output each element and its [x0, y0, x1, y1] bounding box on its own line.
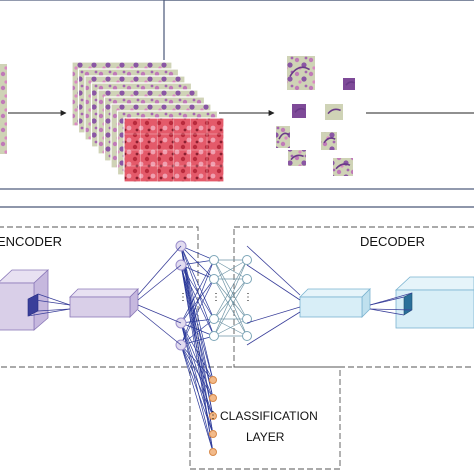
hidden-node: [209, 314, 219, 324]
decoder-label: DECODER: [360, 234, 425, 249]
edge-encoder-hidden: [180, 278, 215, 346]
decoder-feature-block: [299, 288, 371, 318]
cell-patch-thumbnail-icon: [288, 150, 306, 166]
edge-encoder-classifier: [180, 344, 214, 417]
edge-hidden-decoder: [213, 259, 248, 280]
cell-shape: [278, 132, 290, 140]
edge-encoder-classifier: [180, 322, 214, 399]
decoder-node: [242, 314, 252, 324]
network-nodes: [175, 240, 252, 456]
cell-patch-thumbnail-icon: [287, 56, 315, 90]
hidden-node: [209, 274, 219, 284]
edge-hidden-decoder: [213, 259, 248, 320]
classification-node: [209, 394, 217, 402]
cell-shape: [327, 108, 341, 115]
edge-encoder-classifier: [180, 264, 214, 417]
hidden-node: [209, 331, 219, 341]
edge-encoder-classifier: [180, 344, 214, 453]
edge-hidden-decoder: [213, 259, 248, 337]
edge-encoder-classifier: [180, 322, 214, 417]
classification-label-line2: LAYER: [246, 430, 285, 444]
edge-encoder-hidden: [180, 245, 215, 320]
cell-shape: [290, 154, 304, 161]
cell-patch-thumbnail-icon: [321, 132, 337, 150]
classification-node: [209, 448, 217, 456]
edge-encoder-hidden: [180, 322, 215, 337]
edge-hidden-decoder: [213, 318, 248, 337]
edge-encoder-hidden: [180, 335, 215, 346]
top-panel-frame: [0, 0, 474, 190]
edge-encoder-classifier: [180, 264, 214, 435]
edge-encoder-classifier: [180, 264, 214, 399]
edge-encoder-hidden: [180, 278, 215, 324]
hidden-node: [209, 255, 219, 265]
top-panel-bracket: [163, 0, 474, 60]
encoder-layer-ellipsis: ⋮: [178, 292, 188, 303]
decoder-layer-ellipsis: ⋮: [243, 292, 253, 303]
edge-encoder-hidden: [180, 259, 215, 346]
decoder-funnel-lines: [369, 292, 413, 316]
encoder-dashed-box: [0, 226, 199, 368]
edge-encoder-classifier: [180, 264, 214, 381]
edge-encoder-hidden: [180, 259, 215, 266]
edge-encoder-classifier: [180, 344, 214, 399]
cell-patch-thumbnail-icon: [343, 78, 355, 90]
edge-hidden-decoder: [213, 278, 248, 320]
hidden-layer-ellipsis: ⋮: [211, 292, 221, 303]
classification-label-line1: CLASSIFICATION: [220, 409, 318, 423]
cell-shape: [345, 81, 355, 86]
bottleneck-connectors: [137, 245, 182, 346]
edge-encoder-hidden: [180, 245, 215, 261]
cell-patch-thumbnail-icon: [292, 104, 306, 118]
cell-shape: [323, 137, 336, 144]
cell-patch-thumbnail-icon: [276, 126, 290, 148]
network-edges: [180, 245, 248, 453]
classification-ellipsis: ⋮: [208, 410, 218, 421]
classification-node: [209, 376, 217, 384]
decoder-node: [242, 331, 252, 341]
classification-node: [209, 430, 217, 438]
encoder-label: ENCODER: [0, 234, 62, 249]
edge-encoder-classifier: [180, 245, 214, 381]
edge-encoder-classifier: [180, 264, 214, 453]
decoder-dashed-box: [233, 226, 474, 368]
encoder-feature-block: [69, 288, 139, 318]
edge-encoder-hidden: [180, 259, 215, 324]
cell-shape: [289, 66, 311, 77]
output-connectors: [246, 245, 301, 346]
edge-encoder-hidden: [180, 264, 215, 280]
cell-shape: [335, 163, 351, 170]
edge-encoder-classifier: [180, 322, 214, 435]
source-slide-edge: [0, 64, 7, 154]
decoder-output-block: [394, 276, 474, 329]
decoder-node: [242, 274, 252, 284]
encoder-funnel-lines: [27, 293, 71, 317]
edge-hidden-decoder: [213, 278, 248, 337]
edge-encoder-classifier: [180, 344, 214, 435]
cell-patch-thumbnail-icon: [325, 104, 343, 120]
cell-patches-group: [276, 56, 355, 176]
cell-patch-thumbnail-icon: [333, 158, 353, 176]
image-tile-stack-icon: [71, 61, 225, 183]
decoder-node: [242, 255, 252, 265]
classification-dashed-box: [189, 366, 341, 470]
edge-encoder-classifier: [180, 322, 214, 381]
edge-encoder-hidden: [180, 318, 215, 324]
cell-shape: [294, 107, 306, 113]
encoder-input-block: [0, 269, 50, 331]
classification-node: [209, 412, 217, 420]
edge-encoder-classifier: [180, 344, 214, 381]
